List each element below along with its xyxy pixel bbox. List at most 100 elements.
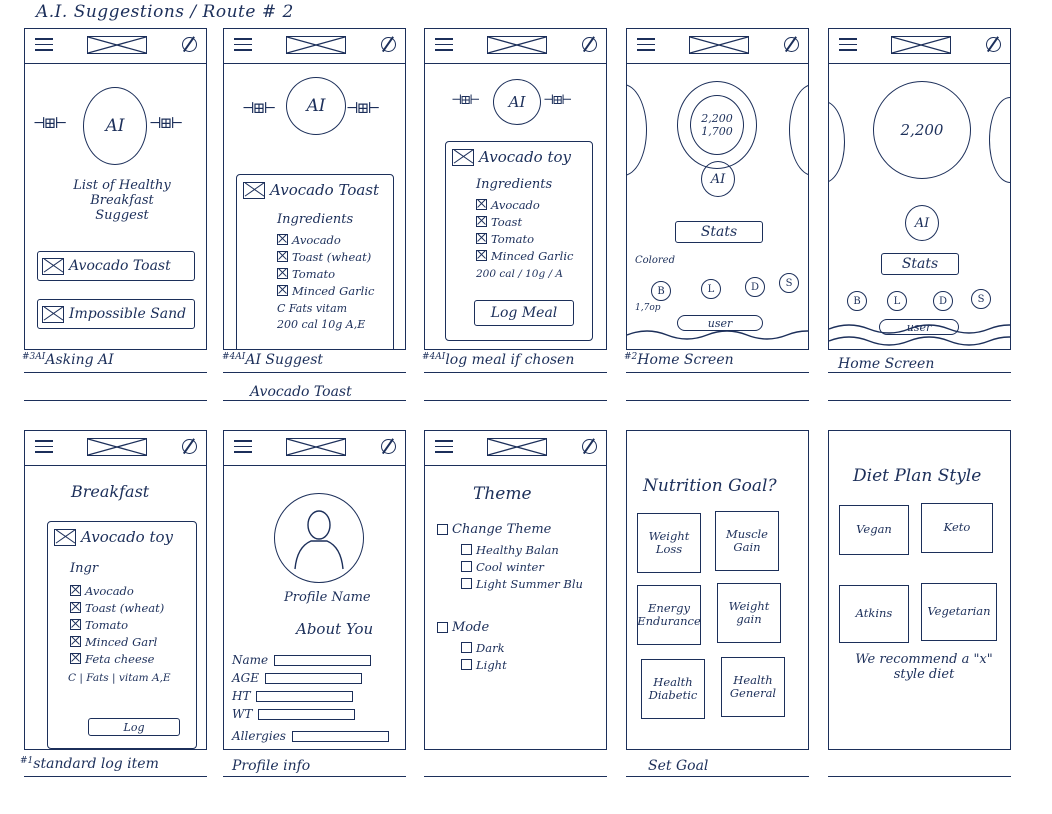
log-meal-button[interactable]: Log Meal	[474, 300, 574, 326]
profile-icon[interactable]	[381, 439, 396, 454]
hamburger-menu-icon[interactable]	[435, 38, 453, 51]
theme-option[interactable]: Cool winter	[461, 558, 583, 575]
age-field[interactable]	[265, 672, 363, 684]
dinner-stat-icon[interactable]: D	[745, 277, 765, 297]
goal-health-diabetic[interactable]: Health Diabetic	[641, 659, 705, 719]
diet-vegetarian[interactable]: Vegetarian	[921, 583, 997, 641]
ingredient-item[interactable]: Toast	[476, 213, 573, 230]
profile-icon[interactable]	[582, 439, 597, 454]
theme-option[interactable]: Healthy Balan	[461, 541, 583, 558]
change-theme-option[interactable]: Change Theme	[437, 521, 551, 538]
checkbox-icon[interactable]	[70, 602, 81, 613]
ingredient-item[interactable]: Minced Garlic	[476, 247, 573, 264]
ingredient-item[interactable]: Minced Garlic	[277, 282, 374, 299]
checkbox-icon[interactable]	[437, 622, 448, 633]
checkbox-icon[interactable]	[476, 199, 487, 210]
checkbox-icon[interactable]	[476, 250, 487, 261]
height-field[interactable]	[256, 690, 354, 702]
profile-avatar[interactable]	[274, 493, 364, 583]
carousel-prev-ring[interactable]	[829, 101, 845, 183]
checkbox-icon[interactable]	[461, 561, 472, 572]
hamburger-menu-icon[interactable]	[234, 440, 252, 453]
checkbox-icon[interactable]	[476, 233, 487, 244]
snack-stat-icon[interactable]: S	[779, 273, 799, 293]
goal-health-general[interactable]: Health General	[721, 657, 785, 717]
dinner-stat-icon[interactable]: D	[933, 291, 953, 311]
checkbox-icon[interactable]	[70, 636, 81, 647]
ai-button[interactable]: AI	[905, 205, 939, 241]
lunch-stat-icon[interactable]: L	[701, 279, 721, 299]
checkbox-icon[interactable]	[70, 653, 81, 664]
goal-weight-gain[interactable]: Weight gain	[717, 583, 781, 643]
hamburger-menu-icon[interactable]	[637, 38, 655, 51]
theme-option[interactable]: Light Summer Blu	[461, 575, 583, 592]
goal-energy-endurance[interactable]: Energy Endurance	[637, 585, 701, 645]
weight-field[interactable]	[258, 708, 356, 720]
user-pill[interactable]: user	[677, 315, 763, 331]
checkbox-icon[interactable]	[476, 216, 487, 227]
checkbox-icon[interactable]	[461, 578, 472, 589]
suggestion-prompt: List of Healthy Breakfast Suggest	[73, 178, 171, 223]
checkbox-icon[interactable]	[70, 619, 81, 630]
checkbox-icon[interactable]	[277, 268, 288, 279]
user-pill[interactable]: user	[879, 319, 959, 335]
calorie-ring[interactable]: 2,200 1,700	[677, 81, 757, 169]
carousel-next-ring[interactable]	[789, 84, 808, 176]
suggestion-avocado-toast-button[interactable]: Avocado Toast	[37, 251, 195, 281]
mode-option[interactable]: Dark	[461, 639, 507, 656]
checkbox-icon[interactable]	[461, 544, 472, 555]
goal-muscle-gain[interactable]: Muscle Gain	[715, 511, 779, 571]
ingredient-item[interactable]: Tomato	[476, 230, 573, 247]
profile-icon[interactable]	[582, 37, 597, 52]
calorie-ring[interactable]: 2,200	[873, 81, 971, 179]
ai-button[interactable]: AI	[701, 161, 735, 197]
breakfast-stat-icon[interactable]: B	[847, 291, 867, 311]
mode-option-toggle[interactable]: Mode	[437, 619, 489, 636]
ingredient-item[interactable]: Avocado	[277, 231, 374, 248]
hamburger-menu-icon[interactable]	[234, 38, 252, 51]
ingredient-item[interactable]: Feta cheese	[70, 650, 164, 667]
profile-icon[interactable]	[784, 37, 799, 52]
mode-option[interactable]: Light	[461, 656, 507, 673]
lunch-stat-icon[interactable]: L	[887, 291, 907, 311]
allergies-field[interactable]	[291, 730, 389, 742]
profile-icon[interactable]	[182, 37, 197, 52]
diet-vegan[interactable]: Vegan	[839, 505, 909, 555]
diet-atkins[interactable]: Atkins	[839, 585, 909, 643]
ai-button[interactable]: AI	[83, 87, 147, 165]
goal-weight-loss[interactable]: Weight Loss	[637, 513, 701, 573]
checkbox-icon[interactable]	[461, 642, 472, 653]
name-field[interactable]	[274, 654, 372, 666]
ingredient-item[interactable]: Minced Garl	[70, 633, 164, 650]
checkbox-icon[interactable]	[437, 524, 448, 535]
ingredient-item[interactable]: Tomato	[277, 265, 374, 282]
checkbox-icon[interactable]	[461, 659, 472, 670]
stats-button[interactable]: Stats	[881, 253, 959, 275]
suggestion-impossible-sandwich-button[interactable]: Impossible Sand	[37, 299, 195, 329]
ai-button[interactable]: AI	[493, 79, 541, 125]
carousel-next-ring[interactable]	[989, 97, 1010, 183]
checkbox-icon[interactable]	[277, 285, 288, 296]
ingredient-item[interactable]: Tomato	[70, 616, 164, 633]
ingredient-item[interactable]: Toast (wheat)	[70, 599, 164, 616]
hamburger-menu-icon[interactable]	[839, 38, 857, 51]
carousel-prev-ring[interactable]	[627, 84, 647, 176]
ingredient-item[interactable]: Avocado	[476, 196, 573, 213]
hamburger-menu-icon[interactable]	[435, 440, 453, 453]
hamburger-menu-icon[interactable]	[35, 38, 53, 51]
hamburger-menu-icon[interactable]	[35, 440, 53, 453]
snack-stat-icon[interactable]: S	[971, 289, 991, 309]
breakfast-stat-icon[interactable]: B	[651, 281, 671, 301]
checkbox-icon[interactable]	[277, 234, 288, 245]
ingredient-item[interactable]: Avocado	[70, 582, 164, 599]
ai-button[interactable]: AI	[286, 77, 346, 135]
checkbox-icon[interactable]	[277, 251, 288, 262]
profile-icon[interactable]	[381, 37, 396, 52]
checkbox-icon[interactable]	[70, 585, 81, 596]
log-button[interactable]: Log	[88, 718, 180, 736]
profile-icon[interactable]	[986, 37, 1001, 52]
diet-keto[interactable]: Keto	[921, 503, 993, 553]
profile-icon[interactable]	[182, 439, 197, 454]
ingredient-item[interactable]: Toast (wheat)	[277, 248, 374, 265]
stats-button[interactable]: Stats	[675, 221, 763, 243]
